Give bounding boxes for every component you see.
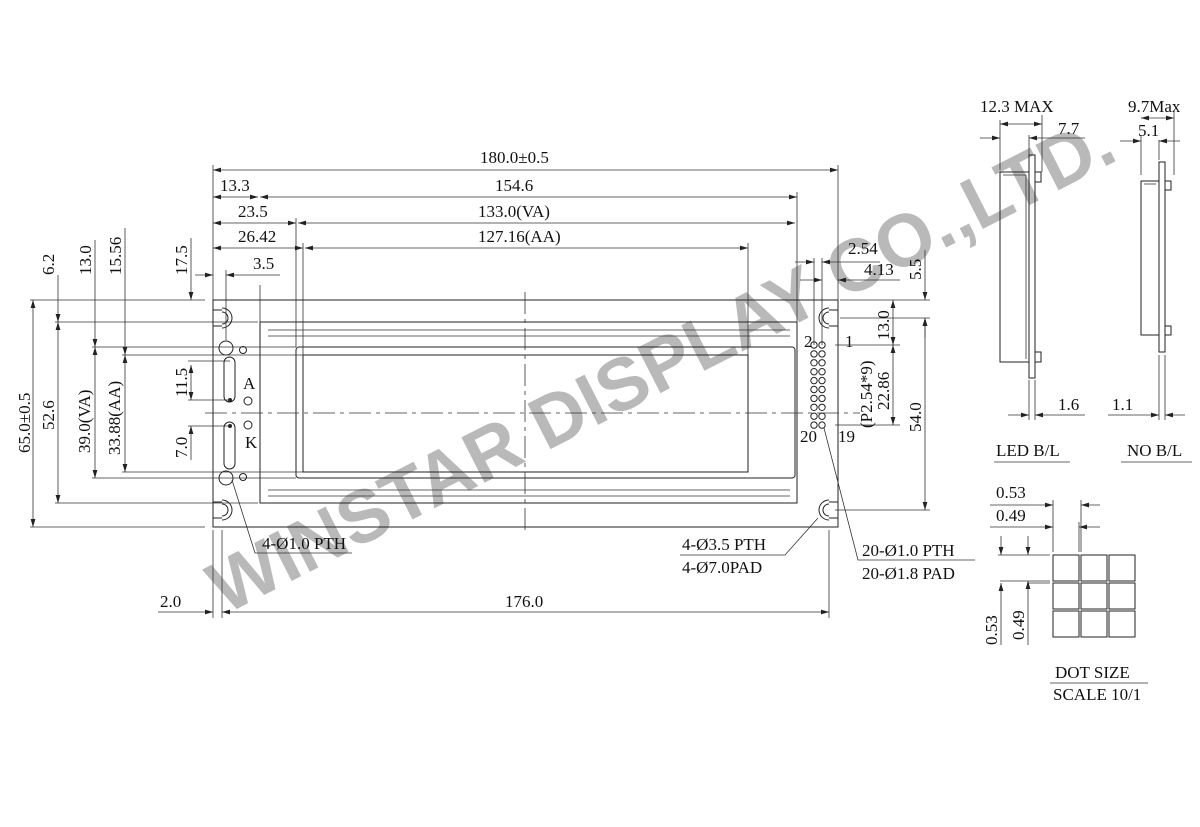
dim-13-0-right: 13.0 (874, 310, 893, 340)
pin-20-label: 20 (800, 427, 817, 446)
connector-pin (818, 350, 826, 358)
pixel-dot (1108, 582, 1136, 610)
nobl-title: NO B/L (1127, 441, 1182, 460)
connector-pin (818, 368, 826, 376)
dot-size-title: DOT SIZE (1055, 663, 1130, 682)
dim-pin-pitch-note: (P2.54*9) (857, 360, 876, 428)
connector-pin (818, 359, 826, 367)
nobl-pcb: 1.1 (1112, 395, 1133, 414)
active-area (302, 354, 749, 473)
dim-11-5: 11.5 (172, 368, 191, 397)
pin-1-label: 1 (845, 332, 854, 351)
led-title: LED B/L (996, 441, 1060, 460)
dim-17-5: 17.5 (172, 245, 191, 275)
anode-label: A (243, 374, 256, 393)
dot-pitch-v: 0.53 (982, 615, 1001, 645)
pin-19-label: 19 (838, 427, 855, 446)
dim-52-6: 52.6 (39, 400, 58, 430)
dim-23-5: 23.5 (238, 202, 268, 221)
connector-pin (810, 376, 818, 385)
connector-pin (810, 403, 818, 411)
bezel-strip-bottom (268, 489, 790, 497)
nobl-thickness: 9.7Max (1128, 97, 1181, 116)
connector-pin (810, 359, 818, 367)
dim-2-54: 2.54 (848, 239, 878, 258)
pixel-dot (1108, 610, 1136, 638)
nobl-depth: 5.1 (1138, 121, 1159, 140)
viewing-area (295, 346, 796, 479)
dim-overall-height: 65.0±0.5 (15, 393, 34, 453)
led-depth: 7.7 (1058, 119, 1080, 138)
led-pcb: 1.6 (1058, 395, 1079, 414)
pixel-dot (1108, 554, 1136, 582)
connector-pin (818, 376, 826, 385)
callout-pin-pad: 20-Ø1.8 PAD (862, 564, 955, 583)
dim-7-0: 7.0 (172, 437, 191, 458)
pixel-dot (1052, 554, 1080, 582)
pixel-dot (1052, 582, 1080, 610)
dot-pitch-h: 0.53 (996, 483, 1026, 502)
connector-pin (818, 394, 826, 403)
dim-overall-width: 180.0±0.5 (480, 148, 549, 167)
dim-176-0: 176.0 (505, 592, 543, 611)
dim-15-56: 15.56 (106, 237, 125, 275)
callout-mount-pth: 4-Ø3.5 PTH (682, 535, 766, 554)
dim-aa-width: 127.16(AA) (478, 227, 561, 246)
dot-size-h: 0.49 (996, 506, 1026, 525)
pixel-dot (1080, 582, 1108, 610)
dim-aa-height: 33.88(AA) (105, 381, 124, 455)
dim-va-width: 133.0(VA) (478, 202, 550, 221)
connector-pin (810, 412, 818, 420)
side-view-no-bl (1108, 110, 1192, 463)
dim-54-0: 54.0 (906, 402, 925, 432)
connector-pin (810, 394, 818, 403)
connector-pin (810, 421, 818, 429)
right-dimensions (835, 250, 930, 511)
dim-154-6: 154.6 (495, 176, 533, 195)
side-view-led (980, 115, 1085, 463)
bezel-strip-top (268, 329, 790, 337)
connector-pin (810, 368, 818, 376)
connector-pin (818, 403, 826, 411)
pcb-outline (212, 299, 839, 528)
dim-13-0-left: 13.0 (76, 245, 95, 275)
dim-4-13: 4.13 (864, 260, 894, 279)
callout-leaders (231, 427, 975, 561)
top-dimensions (195, 165, 900, 355)
dim-va-height: 39.0(VA) (75, 390, 94, 453)
lcd-glass (259, 321, 798, 504)
connector-pin (818, 412, 826, 420)
connector-pin (810, 385, 818, 394)
dot-scale: SCALE 10/1 (1053, 685, 1141, 704)
connector-pin (818, 421, 826, 429)
dim-26-42: 26.42 (238, 227, 276, 246)
cathode-label: K (245, 433, 258, 452)
bottom-dimensions (158, 530, 830, 618)
dot-size-v: 0.49 (1009, 610, 1028, 640)
connector-pin (810, 350, 818, 358)
callout-pin-pth: 20-Ø1.0 PTH (862, 541, 955, 560)
dim-22-86: 22.86 (874, 372, 893, 410)
dim-5-5: 5.5 (906, 259, 925, 280)
dim-3-5: 3.5 (253, 254, 274, 273)
dot-grid (1052, 554, 1136, 638)
dim-2-0: 2.0 (160, 592, 181, 611)
pixel-dot (1080, 554, 1108, 582)
front-view: A K 2 1 20 19 (15, 148, 975, 618)
mounting-holes (213, 307, 838, 521)
dot-size-diagram (990, 500, 1148, 684)
pixel-dot (1080, 610, 1108, 638)
dim-6-2: 6.2 (39, 254, 58, 275)
led-thickness: 12.3 MAX (980, 97, 1054, 116)
pixel-dot (1052, 610, 1080, 638)
dim-13-3: 13.3 (220, 176, 250, 195)
left-dimensions (30, 228, 303, 528)
pin-2-label: 2 (804, 332, 813, 351)
callout-mount-pad: 4-Ø7.0PAD (682, 558, 762, 577)
callout-led-pth: 4-Ø1.0 PTH (262, 534, 346, 553)
connector-pins (810, 341, 826, 429)
connector-pin (818, 385, 826, 394)
